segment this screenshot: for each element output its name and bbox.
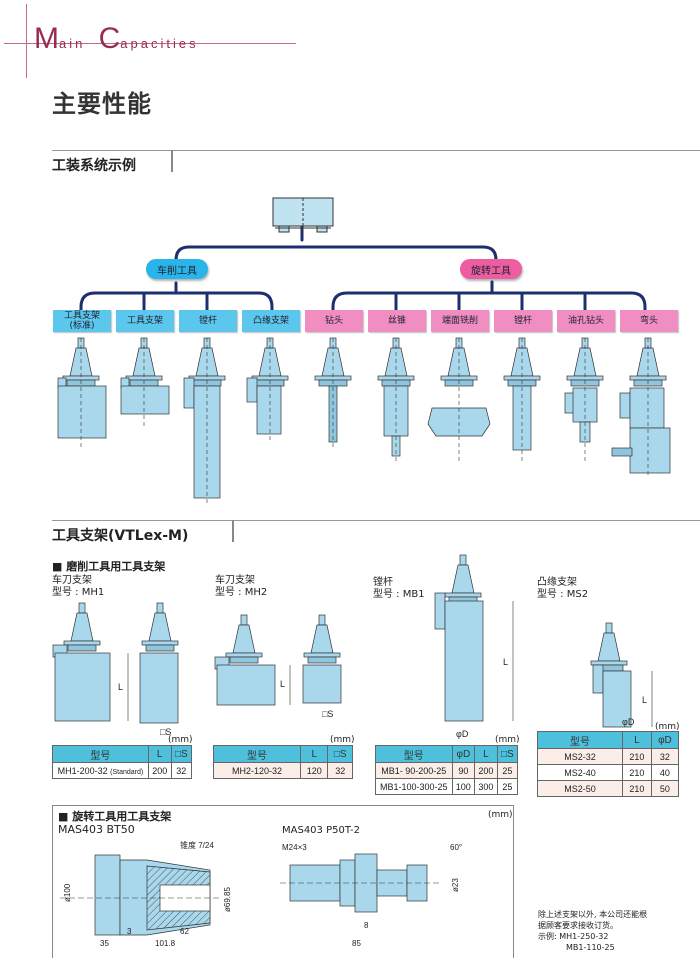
unit-mh1: (mm) xyxy=(168,735,193,745)
subhead-grinding: ■ 磨削工具用工具支架 xyxy=(52,560,166,573)
unit-rotary: (mm) xyxy=(488,810,513,820)
dim-d69: ø69.85 xyxy=(223,887,232,912)
dim-85: 85 xyxy=(352,939,361,948)
dim-3: 3 xyxy=(127,927,132,936)
holder-mb1-label: 镗杆型号 : MB1 xyxy=(373,577,425,600)
dim-label-L-mb1: L xyxy=(503,657,508,667)
node-tap: 丝锥 xyxy=(368,310,426,332)
turret-icon xyxy=(272,197,334,234)
dim-label-S-mh2: □S xyxy=(322,709,333,719)
node-face-mill: 端面铣削 xyxy=(431,310,489,332)
dim-d23: ø23 xyxy=(451,878,460,892)
dim-label-D-ms2: φD xyxy=(622,717,635,727)
dim-label-L-ms2: L xyxy=(642,695,647,705)
holder-drawings: L L L L □S □S φD φD xyxy=(52,554,653,739)
node-oil-hole-drill: 油孔钻头 xyxy=(557,310,615,332)
rotary-holder-panel xyxy=(52,805,514,958)
dim-d100: ø100 xyxy=(63,883,72,902)
node-boring-bar: 镗杆 xyxy=(179,310,237,332)
dim-label-D-mb1: φD xyxy=(456,729,469,739)
unit-ms2: (mm) xyxy=(655,722,680,732)
holder-mh1-label: 车刀支架型号 : MH1 xyxy=(52,575,105,598)
section-title-bar xyxy=(171,150,173,172)
dim-8: 8 xyxy=(364,921,369,930)
node-flange-holder: 凸缘支架 xyxy=(242,310,300,332)
unit-mh2: (mm) xyxy=(330,735,355,745)
p50t-title: MAS403 P50T-2 xyxy=(282,825,360,836)
dim-label-L-mh1: L xyxy=(118,682,123,692)
header-rule-horizontal xyxy=(4,43,296,44)
node-boring-bar-rotary: 镗杆 xyxy=(494,310,552,332)
group-pill-turning-tools: 车削工具 xyxy=(146,259,208,279)
node-angle-head: 弯头 xyxy=(620,310,678,332)
dim-35: 35 xyxy=(100,939,109,948)
section-divider-2 xyxy=(52,520,700,521)
section-title-bar-2 xyxy=(232,520,234,542)
dim-label-S-mh1: □S xyxy=(160,727,171,737)
header-title-en: Main Capacities xyxy=(34,22,199,55)
holder-mh2-label: 车刀支架型号 : MH2 xyxy=(215,575,268,598)
tool-drawings xyxy=(57,337,671,503)
custom-order-note: 除上述支架以外, 本公司还能根 据顾客要求接收订货。 示例: MH1-250-3… xyxy=(538,910,648,952)
rotary-drawings: 锥度 7/24 ø100 ø69.85 3 62 35 101.8 M24×3 … xyxy=(60,840,462,948)
section-title-holders: 工具支架(VTLex-M) xyxy=(52,528,189,544)
unit-mb1: (mm) xyxy=(495,735,520,745)
dim-101-8: 101.8 xyxy=(155,939,176,948)
node-drill: 钻头 xyxy=(305,310,363,332)
dim-angle: 60° xyxy=(450,843,462,852)
section-divider xyxy=(52,150,700,151)
group-pill-rotating-tools: 旋转工具 xyxy=(460,259,522,279)
tree-connectors xyxy=(79,223,647,312)
dim-label-L-mh2: L xyxy=(280,679,285,689)
subhead-rotary: ■ 旋转工具用工具支架 xyxy=(58,810,172,823)
header-rule-vertical xyxy=(26,4,27,78)
thread-label: M24×3 xyxy=(282,843,307,852)
node-tool-holder-standard: 工具支架 (标准) xyxy=(53,310,111,332)
taper-label: 锥度 7/24 xyxy=(180,840,214,850)
holder-ms2-label: 凸缘支架型号 : MS2 xyxy=(537,577,589,600)
section-title-system: 工装系统示例 xyxy=(52,158,136,174)
dim-62: 62 xyxy=(180,927,189,936)
bt50-title: MAS403 BT50 xyxy=(58,823,135,836)
page-title: 主要性能 xyxy=(52,90,152,118)
node-tool-holder: 工具支架 xyxy=(116,310,174,332)
